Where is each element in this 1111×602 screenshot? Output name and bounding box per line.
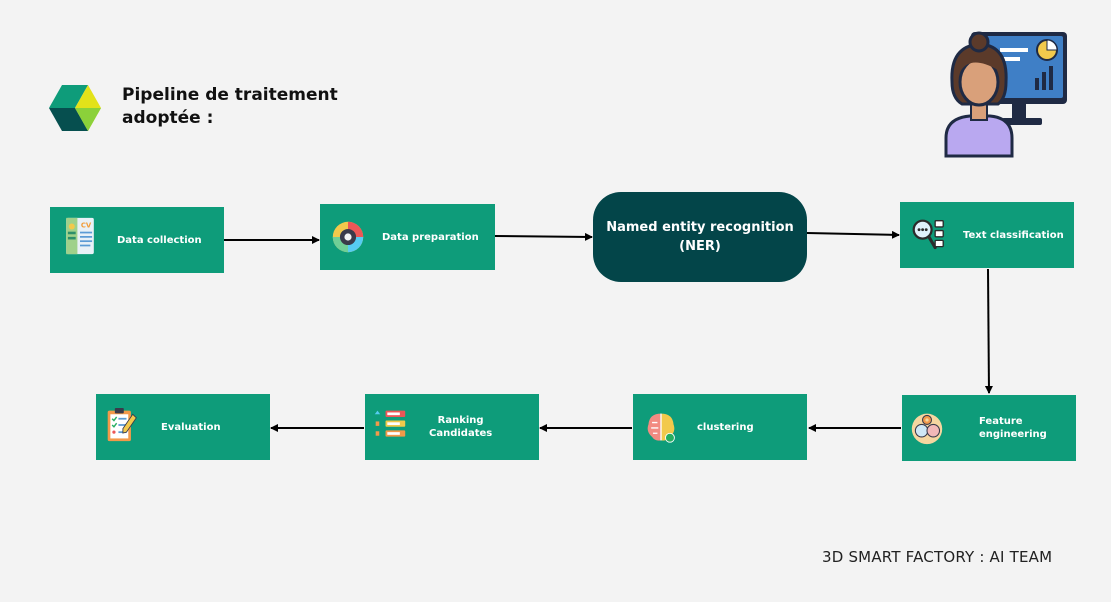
step-ranking-candidates: Ranking Candidates bbox=[365, 394, 539, 460]
magnifier-list-icon bbox=[912, 219, 944, 250]
brain-icon bbox=[647, 413, 675, 443]
arrow-preparation-to-ner bbox=[494, 232, 593, 241]
analyst-monitor-icon bbox=[944, 31, 1067, 158]
step-ner-label-line2: (NER) bbox=[679, 239, 721, 254]
step-clustering: clustering bbox=[633, 394, 807, 460]
step-text-classification-label: Text classification bbox=[963, 229, 1064, 241]
step-evaluation-label: Evaluation bbox=[161, 421, 221, 433]
data-wheel-icon bbox=[332, 221, 364, 253]
step-ranking-label-line1: Ranking bbox=[437, 415, 484, 426]
arrow-classification-to-features bbox=[984, 268, 993, 394]
step-ner-label-line1: Named entity recognition bbox=[606, 220, 794, 235]
page-title-line1: Pipeline de traitement bbox=[122, 85, 338, 105]
cv-document-icon: CV bbox=[66, 217, 94, 255]
step-data-preparation-label: Data preparation bbox=[382, 231, 479, 243]
step-evaluation: Evaluation bbox=[96, 394, 270, 460]
footer-credit: 3D SMART FACTORY : AI TEAM bbox=[822, 548, 1053, 566]
svg-text:CV: CV bbox=[81, 221, 92, 229]
page-title-line2: adoptée : bbox=[122, 108, 214, 128]
step-ranking-label: Ranking Candidates bbox=[429, 414, 492, 440]
step-data-collection: CV Data collection bbox=[50, 207, 224, 273]
step-text-classification: Text classification bbox=[900, 202, 1074, 268]
page-title: Pipeline de traitement adoptée : bbox=[122, 84, 352, 130]
arrow-ner-to-classification bbox=[806, 230, 900, 239]
clipboard-checklist-icon bbox=[107, 408, 137, 442]
head-gear-icon bbox=[911, 413, 943, 445]
company-logo bbox=[49, 85, 101, 131]
step-ner: Named entity recognition (NER) bbox=[593, 192, 807, 282]
step-feature-engineering-label: Feature engineering bbox=[979, 416, 1047, 440]
ranking-list-icon bbox=[374, 410, 406, 437]
step-ranking-label-line2: Candidates bbox=[429, 428, 493, 439]
step-data-collection-label: Data collection bbox=[117, 234, 202, 246]
step-feature-engineering: Feature engineering bbox=[902, 395, 1076, 461]
step-clustering-label: clustering bbox=[697, 421, 754, 433]
step-data-preparation: Data preparation bbox=[320, 204, 495, 270]
